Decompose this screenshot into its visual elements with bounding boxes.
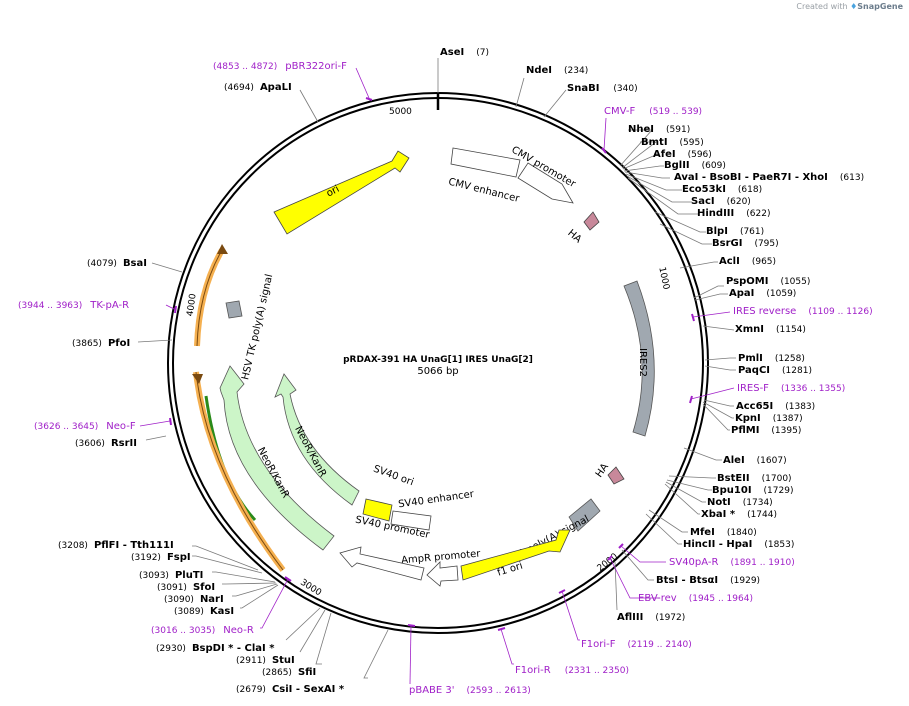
primer-pbabe3: pBABE 3'(2593 .. 2613)	[409, 685, 531, 696]
cmv-enhancer-label: CMV enhancer	[447, 177, 521, 205]
plasmid-name: pRDAX-391 HA UnaG[1] IRES UnaG[2]	[343, 355, 533, 365]
enzyme-mfei: MfeI(1840)	[690, 527, 757, 538]
enzyme-afei: AfeI(596)	[653, 149, 712, 160]
enzyme-pspomi: PspOMI(1055)	[726, 276, 810, 287]
enzyme-bglii: BglII(609)	[664, 160, 726, 171]
enzyme-stui: (2911)StuI	[236, 655, 295, 666]
enzyme-apai: ApaI(1059)	[729, 288, 796, 299]
sv40-polya-feature	[568, 498, 601, 532]
tick-4000: 4000	[186, 293, 199, 317]
enzyme-saci: SacI(620)	[691, 196, 751, 207]
credit-brand: SnapGene	[857, 2, 903, 11]
ha-label-1: HA	[565, 228, 583, 246]
primer-neo-r: (3016 .. 3035)Neo-R	[151, 625, 254, 636]
enzyme-noti: NotI(1734)	[707, 497, 773, 508]
hsv-tk-polya-label: HSV TK poly(A) signal	[240, 273, 275, 381]
enzyme-bsteii: BstEII(1700)	[717, 473, 792, 484]
enzyme-asei: AseI(7)	[440, 47, 489, 58]
enzyme-apali: (4694)ApaLI	[224, 82, 292, 93]
enzyme-kpni: KpnI(1387)	[735, 413, 803, 424]
enzyme-snabi: SnaBI(340)	[567, 83, 638, 94]
sv40-enhancer-feature	[390, 510, 432, 531]
primer-cmv-f: CMV-F(519 .. 539)	[604, 106, 702, 117]
enzyme-acli: AclI(965)	[719, 256, 776, 267]
sv40-promoter-feature	[339, 546, 425, 581]
neor-kanr-feature-inner	[274, 373, 360, 506]
enzyme-pmli: PmlI(1258)	[738, 353, 805, 364]
ori-feature	[273, 150, 410, 235]
enzyme-nari: (3090)NarI	[164, 594, 224, 605]
neor-kanr-feature-outer	[219, 365, 335, 551]
ires2-label: IRES2	[637, 348, 648, 377]
enzyme-pflmi: PflMI(1395)	[731, 425, 801, 436]
enzyme-afliii: AflIII(1972)	[617, 612, 685, 623]
primer-ebv-rev: EBV-rev(1945 .. 1964)	[638, 593, 753, 604]
primer-f1ori-f: F1ori-F(2119 .. 2140)	[581, 639, 692, 650]
enzyme-eco53ki: Eco53kI(618)	[682, 184, 762, 195]
enzyme-hindiii: HindIII(622)	[697, 208, 770, 219]
neor-kanr-label-inner: NeoR/KanR	[292, 425, 328, 480]
cmv-enhancer-feature	[450, 147, 521, 178]
enzyme-bsrgi: BsrGI(795)	[712, 238, 779, 249]
snapgene-credit: Created with ♦SnapGene	[796, 2, 903, 11]
enzyme-bpu10i: Bpu10I(1729)	[712, 485, 793, 496]
enzyme-paqci: PaqCI(1281)	[738, 365, 812, 376]
enzyme-hincii-group: HincII - HpaI(1853)	[683, 539, 794, 550]
ires2-feature	[623, 280, 655, 437]
enzyme-pflfi-group: (3208)PflFI - Tth111I	[58, 540, 174, 551]
enzyme-bspdi-group: (2930)BspDI * - ClaI *	[156, 643, 275, 654]
ampr-promoter-feature	[426, 561, 459, 587]
enzyme-bmti: BmtI(595)	[641, 137, 704, 148]
primer-pbr322ori-f: (4853 .. 4872)pBR322ori-F	[213, 61, 347, 72]
tick-5000: 5000	[389, 107, 412, 117]
primer-sv40pa-r: SV40pA-R(1891 .. 1910)	[669, 557, 795, 568]
enzyme-csii-group: (2679)CsiI - SexAI *	[236, 684, 345, 695]
ha-feature-2	[607, 466, 625, 485]
primer-f1ori-r: F1ori-R(2331 .. 2350)	[515, 665, 629, 676]
enzyme-xmni: XmnI(1154)	[735, 324, 806, 335]
primer-neo-f: (3626 .. 3645)Neo-F	[34, 421, 136, 432]
enzyme-acc65i: Acc65I(1383)	[736, 401, 815, 412]
tick-1000: 1000	[656, 266, 671, 291]
snapgene-logo-icon: ♦	[850, 2, 858, 11]
enzyme-ndei: NdeI(234)	[526, 65, 588, 76]
credit-prefix: Created with	[796, 2, 848, 11]
orf-arrowhead-icon	[217, 244, 228, 254]
enzyme-fspi: (3192)FspI	[131, 552, 191, 563]
enzyme-btsi-group: BtsI - BtsαI(1929)	[656, 575, 760, 586]
sv40-enhancer-label: SV40 enhancer	[398, 489, 476, 511]
enzyme-avai-group: AvaI - BsoBI - PaeR7I - XhoI(613)	[674, 172, 864, 183]
orf-arrowhead-icon-2	[192, 374, 203, 384]
enzyme-kasi: (3089)KasI	[174, 606, 234, 617]
sv40-ori-feature	[362, 498, 393, 522]
enzyme-bsai: (4079)BsaI	[87, 258, 147, 269]
enzyme-sfii: (2865)SfiI	[262, 667, 316, 678]
enzyme-rsrii: (3606)RsrII	[75, 438, 137, 449]
enzyme-leaders	[137, 77, 736, 679]
primer-ires-reverse: IRES reverse(1109 .. 1126)	[733, 306, 873, 317]
ori-label: ori	[325, 184, 342, 200]
hsv-tk-polya-feature	[225, 300, 243, 319]
primer-tk-pa-r: (3944 .. 3963)TK-pA-R	[18, 300, 129, 311]
enzyme-xbai: XbaI *(1744)	[701, 509, 777, 520]
ha-feature-1	[583, 211, 600, 231]
primer-leaders	[139, 67, 735, 685]
enzyme-pluti: (3093)PluTI	[139, 570, 203, 581]
enzyme-nhei: NheI(591)	[628, 124, 690, 135]
f1-ori-feature	[460, 529, 571, 581]
enzyme-pfoi: (3865)PfoI	[72, 338, 130, 349]
orf-orange-arc-2-core	[196, 249, 223, 347]
ha-label-2: HA	[594, 462, 611, 480]
orf-orange-arc-1-core	[195, 371, 284, 571]
cmv-promoter-feature	[517, 162, 574, 204]
sv40-ori-label: SV40 ori	[372, 464, 415, 489]
enzyme-alei: AleI(1607)	[723, 455, 787, 466]
orf-orange-arc-2	[194, 248, 225, 347]
primer-ires-f: IRES-F(1336 .. 1355)	[737, 383, 845, 394]
enzyme-blpi: BlpI(761)	[706, 226, 764, 237]
plasmid-length: 5066 bp	[417, 366, 458, 377]
enzyme-sfoi: (3091)SfoI	[157, 582, 215, 593]
